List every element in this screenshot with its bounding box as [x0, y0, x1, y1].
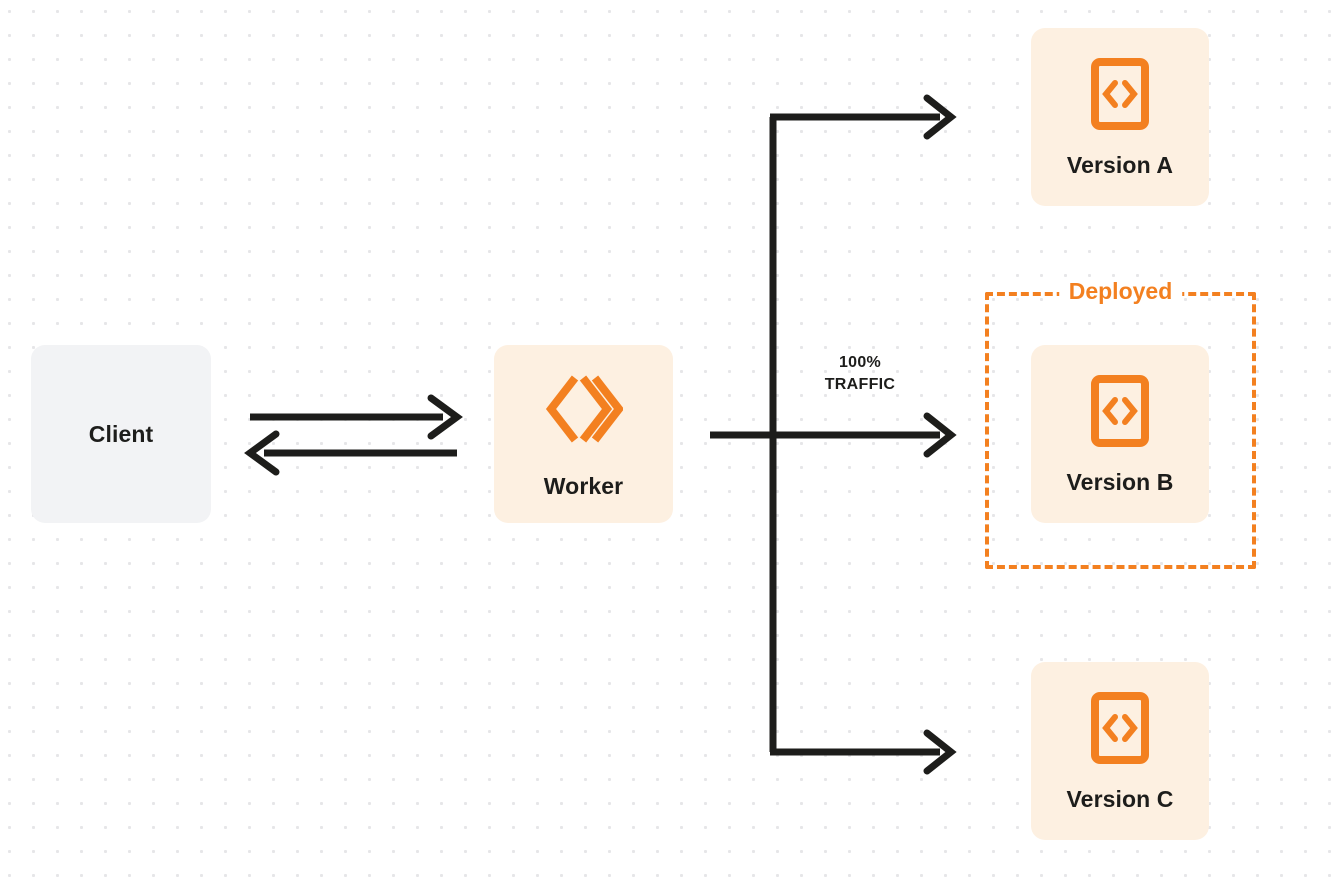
version-b-label: Version B [1066, 469, 1174, 495]
client-label: Client [88, 420, 154, 447]
version-a-label: Version A [1066, 152, 1174, 178]
traffic-unit: TRAFFIC [824, 375, 896, 393]
arrow-to-version-b [923, 412, 957, 458]
worker-label: Worker [543, 473, 624, 499]
version-c-label: Version C [1066, 786, 1174, 812]
code-brackets-icon [1090, 57, 1150, 136]
arrow-client-to-worker [250, 394, 463, 440]
node-version-b[interactable]: Version B [1031, 345, 1209, 523]
traffic-annotation: 100% TRAFFIC [790, 352, 930, 395]
code-brackets-icon [1090, 691, 1150, 770]
cloudflare-workers-logo-icon [545, 370, 624, 453]
node-version-a[interactable]: Version A [1031, 28, 1209, 206]
arrow-to-version-a [770, 94, 957, 140]
code-brackets-icon [1090, 374, 1150, 453]
deployed-group-label: Deployed [1058, 280, 1183, 303]
node-client[interactable]: Client [31, 345, 211, 523]
node-version-c[interactable]: Version C [1031, 662, 1209, 840]
node-worker[interactable]: Worker [494, 345, 673, 523]
arrow-worker-to-client [244, 430, 457, 476]
deployed-group: Deployed [985, 280, 1256, 569]
traffic-percent: 100% [838, 354, 882, 371]
arrow-to-version-c [770, 729, 957, 775]
